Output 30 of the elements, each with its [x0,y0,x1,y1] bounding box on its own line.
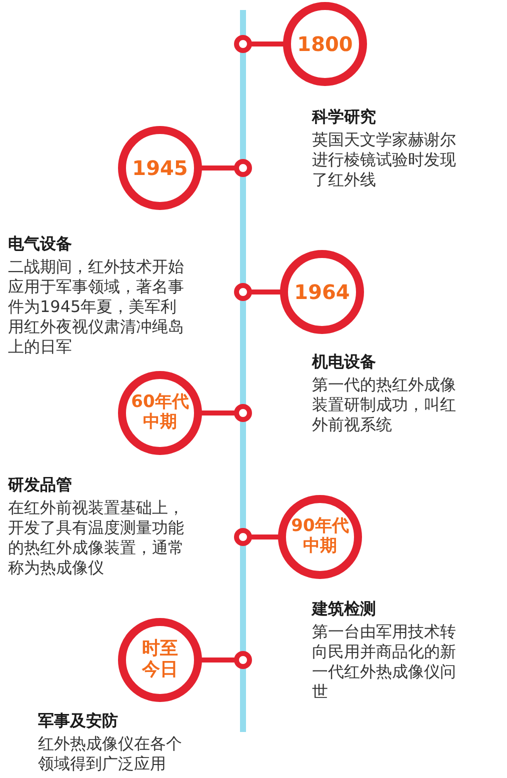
connector-line [250,534,280,540]
year-label: 90年代中期 [290,517,350,557]
milestone-description: 二战期间，红外技术开始应用于军事领域，著名事件为1945年夏，美军利用红外夜视仪肃清冲绳岛上的日军 [8,257,185,357]
milestone-heading: 机电设备 [312,351,377,373]
connector-line [200,410,236,416]
connector-line [250,290,282,294]
year-label: 60年代中期 [130,393,190,433]
timeline-dot [234,159,252,177]
timeline-dot [234,35,252,53]
connector-line [200,658,236,662]
timeline-dot [234,528,252,546]
milestone-description: 英国天文学家赫谢尔进行棱镜试验时发现了红外线 [312,130,457,190]
year-label: 1945 [131,156,189,180]
connector-line [200,166,236,170]
year-label: 时至今日 [140,639,179,681]
milestone-heading: 电气设备 [8,233,73,255]
timeline-dot [234,651,252,669]
milestone-description: 红外热成像仪在各个领域得到广泛应用 [38,734,183,774]
timeline-dot [234,283,252,301]
year-label: 1800 [296,32,354,56]
milestone-description: 在红外前视装置基础上，开发了具有温度测量功能的热红外成像装置，通常称为热成像仪 [8,498,185,578]
milestone-heading: 科学研究 [312,106,377,128]
connector-line [250,42,285,46]
milestone-heading: 研发品管 [8,474,73,496]
milestone-heading: 建筑检测 [312,598,377,620]
milestone-description: 第一代的热红外成像装置研制成功，叫红外前视系统 [312,375,457,435]
milestone-description: 第一台由军用技术转向民用并商品化的新一代红外热成像仪问世 [312,622,457,702]
timeline-dot [234,404,252,422]
year-label: 1964 [293,280,351,304]
milestone-heading: 军事及安防 [38,710,119,732]
